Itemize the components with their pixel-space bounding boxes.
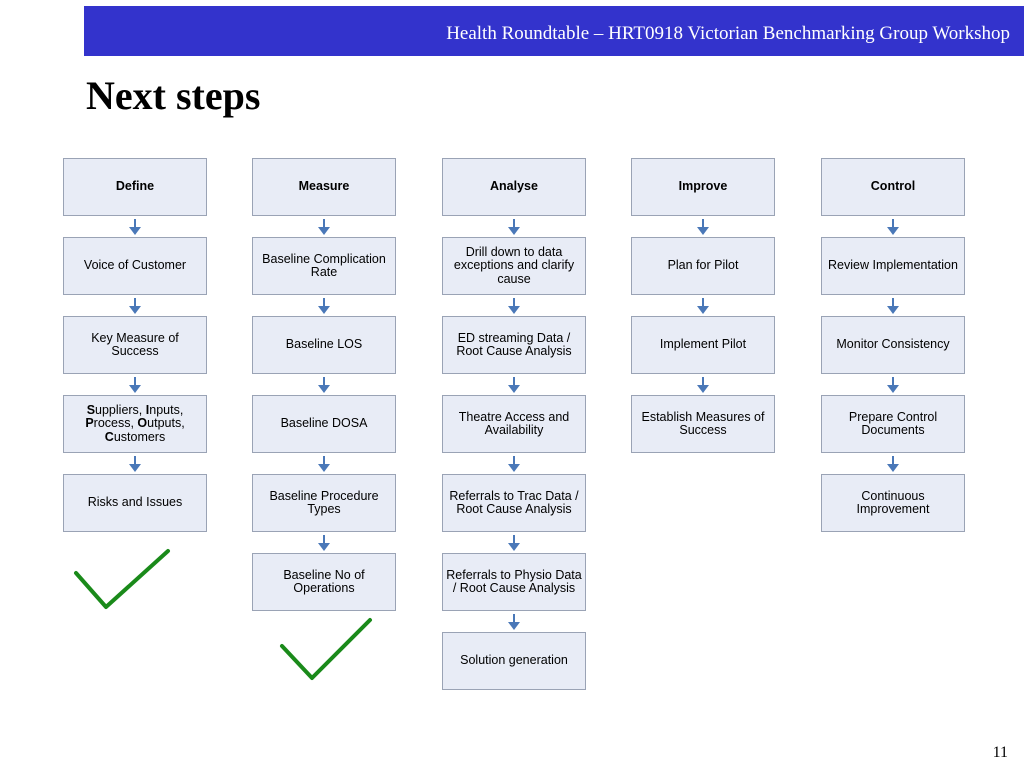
step-box-control: Review Implementation [821,237,965,295]
heading-define: Define [63,158,207,216]
header-text: Health Roundtable – HRT0918 Victorian Be… [446,23,1010,44]
step-box-define: Voice of Customer [63,237,207,295]
checkmark-icon-define [74,549,170,609]
step-box-analyse: ED streaming Data / Root Cause Analysis [442,316,586,374]
step-box-measure: Baseline Complication Rate [252,237,396,295]
step-box-analyse: Drill down to data exceptions and clarif… [442,237,586,295]
sipoc-text-part: P [85,416,94,431]
step-box-improve: Implement Pilot [631,316,775,374]
sipoc-text-part: S [86,402,96,417]
step-box-analyse: Referrals to Trac Data / Root Cause Anal… [442,474,586,532]
step-box-measure: Baseline DOSA [252,395,396,453]
sipoc-text-part: utputs, [147,416,185,431]
heading-improve: Improve [631,158,775,216]
sipoc-text-part: I [145,402,150,417]
sipoc-text-part: rocess, [93,416,138,431]
step-box-analyse: Theatre Access and Availability [442,395,586,453]
step-box-control: Continuous Improvement [821,474,965,532]
step-box-define: Suppliers, Inputs, Process, Outputs, Cus… [63,395,207,453]
checkmark-icon-measure [280,618,372,680]
step-box-measure: Baseline Procedure Types [252,474,396,532]
sipoc-text-part: ustomers [113,429,166,444]
heading-analyse: Analyse [442,158,586,216]
step-box-improve: Establish Measures of Success [631,395,775,453]
step-box-measure: Baseline LOS [252,316,396,374]
step-box-improve: Plan for Pilot [631,237,775,295]
page-number: 11 [992,744,1008,761]
heading-measure: Measure [252,158,396,216]
step-box-analyse: Solution generation [442,632,586,690]
slide-title: Next steps [86,73,261,118]
sipoc-text-part: C [104,429,114,444]
sipoc-text-part: uppliers, [95,402,146,417]
step-box-analyse: Referrals to Physio Data / Root Cause An… [442,553,586,611]
heading-control: Control [821,158,965,216]
step-box-measure: Baseline No of Operations [252,553,396,611]
sipoc-label: Suppliers, Inputs, Process, Outputs, Cus… [67,402,203,445]
sipoc-text-part: O [137,416,148,431]
step-box-define: Risks and Issues [63,474,207,532]
step-box-control: Prepare Control Documents [821,395,965,453]
step-box-control: Monitor Consistency [821,316,965,374]
sipoc-text-part: nputs, [149,402,184,417]
step-box-define: Key Measure of Success [63,316,207,374]
header-bar: Health Roundtable – HRT0918 Victorian Be… [84,6,1024,56]
